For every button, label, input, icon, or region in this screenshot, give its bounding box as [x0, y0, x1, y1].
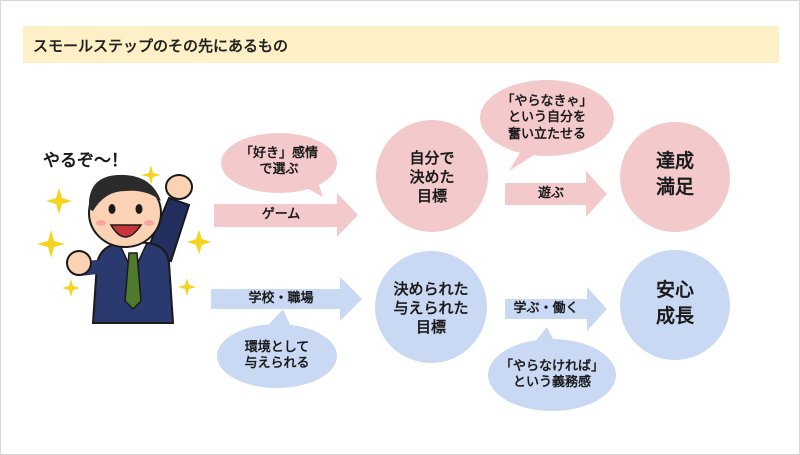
- sparkle-icon: [141, 165, 161, 185]
- bubble-must-do-text: 「やらなきゃ」 という自分を 奮い立たせる: [501, 94, 593, 142]
- circle-self-goal: [376, 120, 488, 232]
- bubble-obligation: [488, 327, 616, 411]
- bubble-obligation-text: 「やらなければ」 という義務感: [499, 359, 604, 391]
- arrow-school-work-label: 学校・職場: [248, 291, 314, 306]
- arrow-learn-work-label: 学ぶ・働く: [513, 301, 579, 316]
- bubble-environment-text: 環境として 与えられる: [244, 340, 310, 372]
- bubble-like-emotion-text: 「好き」感情 で選ぶ: [239, 146, 318, 178]
- bubble-like-emotion: [221, 133, 337, 197]
- circle-security: [620, 250, 730, 360]
- arrow-play-label: 遊ぶ: [537, 186, 564, 201]
- bubble-environment: [217, 309, 337, 388]
- arrow-game: [214, 193, 358, 237]
- circle-achievement: [620, 122, 730, 232]
- sparkle-icons: [37, 165, 211, 297]
- cheering-person-illustration: [37, 165, 211, 324]
- slide-title: スモールステップのその先にあるもの: [33, 37, 289, 55]
- circle-given-goal-text: 決められた 与えられた 目標: [393, 280, 469, 336]
- sparkle-icon: [37, 230, 65, 258]
- arrow-school-work: [211, 277, 362, 321]
- bubble-must-do: [480, 80, 614, 171]
- sparkle-icon: [62, 279, 80, 297]
- arrow-game-label: ゲーム: [261, 207, 301, 222]
- sparkle-icon: [46, 188, 72, 214]
- arrow-learn-work: [505, 287, 607, 331]
- circle-self-goal-text: 自分で 決めた 目標: [409, 149, 455, 205]
- circle-security-text: 安心 成長: [655, 279, 694, 327]
- sparkle-icon: [187, 230, 211, 254]
- exclamation-text: やるぞ～！: [43, 151, 128, 171]
- title-bar: スモールステップのその先にあるもの: [23, 26, 779, 63]
- sparkle-icon: [178, 278, 196, 296]
- arrow-play: [505, 171, 607, 217]
- circle-achievement-text: 達成 満足: [655, 150, 694, 198]
- circle-given-goal: [375, 251, 487, 363]
